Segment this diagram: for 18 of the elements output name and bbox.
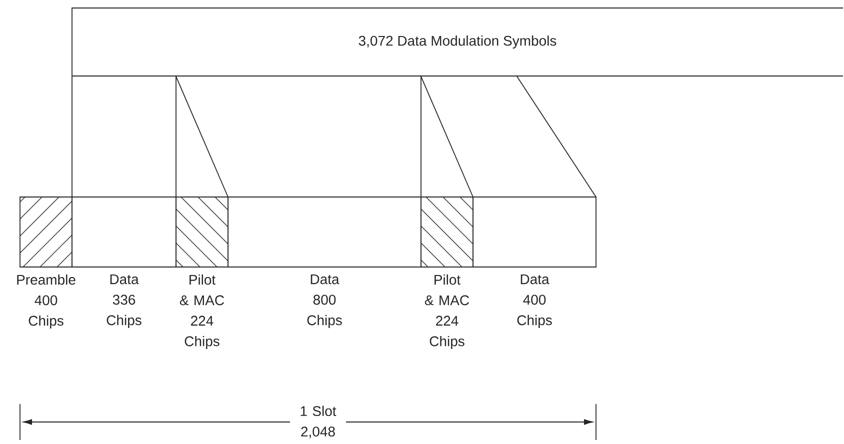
slot-segment xyxy=(176,196,228,268)
expansion-line xyxy=(420,76,422,198)
slot-segment xyxy=(20,196,72,268)
slot-segment xyxy=(72,196,176,268)
segment-label: Data 400 Chips xyxy=(517,274,552,328)
expansion-line xyxy=(176,76,228,198)
slot-segment xyxy=(420,196,474,268)
expansion-line xyxy=(516,76,596,198)
dimension-label: 1 Slot 2,048 xyxy=(290,404,346,440)
segment-label: Pilot & MAC 224 Chips xyxy=(424,274,470,349)
segment-label: Data 800 Chips xyxy=(307,274,342,328)
slot-segment xyxy=(228,196,422,268)
segment-label: Data 336 Chips xyxy=(106,274,142,328)
slot-segment xyxy=(472,196,596,268)
expansion-line xyxy=(420,76,474,198)
segment-label: Preamble 400 Chips xyxy=(17,274,76,328)
segment-label: Pilot & MAC 224 Chips xyxy=(180,274,224,349)
symbols-band: 3,072 Data Modulation Symbols xyxy=(72,8,844,76)
